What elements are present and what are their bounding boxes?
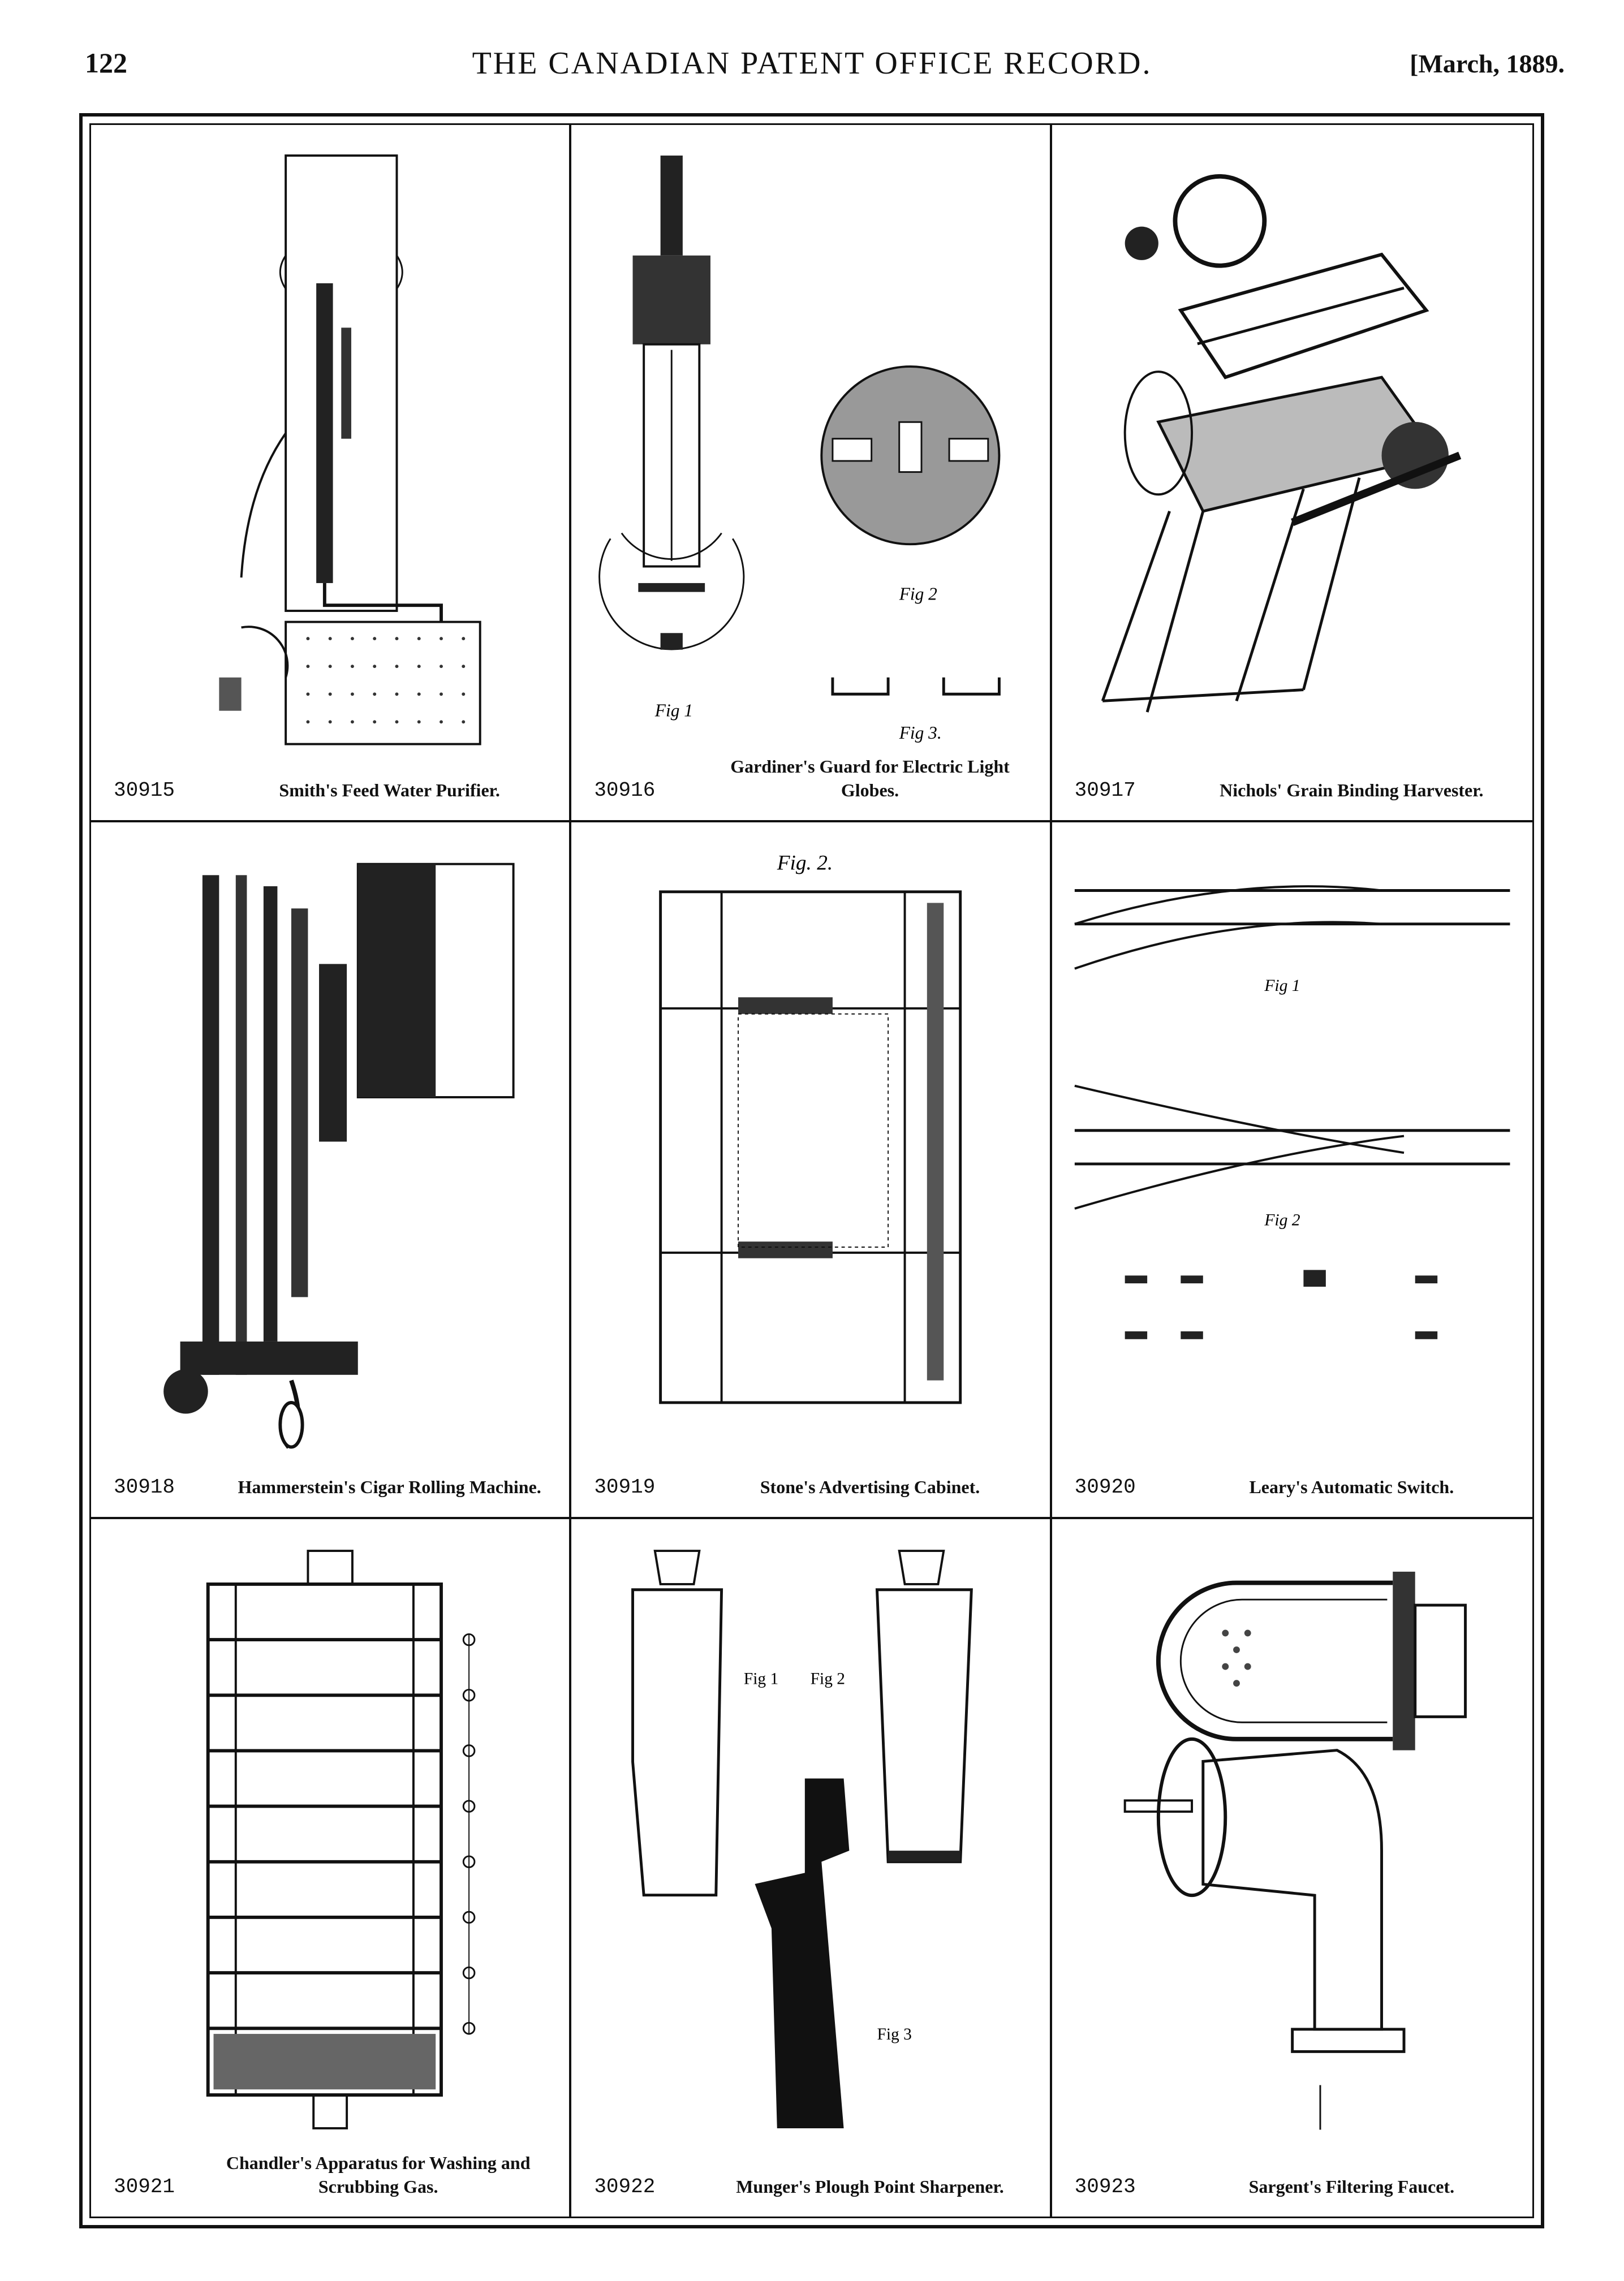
caption: 30920 Leary's Automatic Switch.	[1052, 1458, 1532, 1509]
plough-sharpener-svg: Fig 1 Fig 2 Fig 3	[631, 1550, 973, 2129]
fig-label: Fig. 2.	[777, 851, 833, 874]
harvester-drawing	[1069, 142, 1515, 758]
patent-title: Chandler's Apparatus for Washing and Scr…	[226, 2152, 531, 2197]
caption: 30917 Nichols' Grain Binding Harvester.	[1052, 761, 1532, 812]
caption: 30918 Hammerstein's Cigar Rolling Machin…	[91, 1458, 569, 1509]
fig-label: Fig 1	[744, 1670, 778, 1688]
light-globe-guard-svg: Fig 1 Fig 2 Fig 3.	[598, 156, 1001, 743]
caption: 30919 Stone's Advertising Cabinet.	[571, 1458, 1049, 1509]
issue-date: [March, 1889.	[1410, 49, 1565, 78]
filtering-faucet-drawing	[1069, 1536, 1515, 2154]
patent-plate-frame: 30915 Smith's Feed Water Purifier. Fig 1	[79, 113, 1544, 2228]
caption: 30922 Munger's Plough Point Sharpener.	[571, 2158, 1049, 2209]
patent-number: 30919	[594, 1476, 656, 1499]
patent-title: Smith's Feed Water Purifier.	[279, 779, 500, 800]
patent-number: 30918	[114, 1476, 175, 1499]
patent-cell-30923: 30923 Sargent's Filtering Faucet.	[1052, 1519, 1532, 2217]
water-purifier-drawing	[108, 142, 552, 758]
patent-title: Gardiner's Guard for Electric Light Glob…	[730, 756, 1010, 800]
fig-label: Fig 2	[811, 1670, 845, 1688]
patent-grid: 30915 Smith's Feed Water Purifier. Fig 1	[89, 123, 1534, 2218]
patent-title: Sargent's Filtering Faucet.	[1248, 2176, 1455, 2197]
patent-title: Stone's Advertising Cabinet.	[760, 1477, 980, 1498]
advertising-cabinet-svg: Fig. 2.	[659, 851, 962, 1404]
automatic-switch-svg: Fig 1 Fig 2	[1074, 885, 1510, 1339]
harvester-svg	[1101, 174, 1461, 713]
fig-label: Fig 3	[877, 2025, 912, 2043]
journal-title: THE CANADIAN PATENT OFFICE RECORD.	[472, 46, 1152, 81]
cigar-rolling-machine-drawing	[108, 839, 552, 1455]
patent-cell-30922: Fig 1 Fig 2 Fig 3 30922 Munger's Plough …	[571, 1519, 1052, 2217]
patent-number: 30917	[1074, 778, 1136, 802]
fig-label: Fig 1	[1264, 977, 1300, 995]
patent-cell-30921: 30921 Chandler's Apparatus for Washing a…	[91, 1519, 572, 2217]
patent-title: Nichols' Grain Binding Harvester.	[1220, 779, 1484, 800]
patent-cell-30919: Fig. 2. 30919 Stone's Advertising Cabine…	[571, 822, 1052, 1520]
fig-label: Fig 2	[1264, 1211, 1300, 1229]
fig-label: Fig 1	[654, 701, 693, 721]
patent-number: 30921	[114, 2175, 175, 2198]
automatic-switch-drawing: Fig 1 Fig 2	[1069, 839, 1515, 1455]
patent-cell-30918: 30918 Hammerstein's Cigar Rolling Machin…	[91, 822, 572, 1520]
gas-scrubber-svg	[206, 1550, 476, 2130]
patent-number: 30915	[114, 778, 175, 802]
patent-title: Hammerstein's Cigar Rolling Machine.	[238, 1477, 541, 1498]
caption: 30916 Gardiner's Guard for Electric Ligh…	[571, 756, 1049, 812]
advertising-cabinet-drawing: Fig. 2.	[588, 839, 1032, 1455]
patent-cell-30917: 30917 Nichols' Grain Binding Harvester.	[1052, 125, 1532, 822]
cigar-rolling-machine-svg	[163, 863, 515, 1449]
patent-cell-30916: Fig 1 Fig 2 Fig 3. 30916 Gardiner's Guar…	[571, 125, 1052, 822]
patent-number: 30923	[1074, 2175, 1136, 2198]
fig-label: Fig 2	[899, 584, 937, 603]
patent-number: 30920	[1074, 1476, 1136, 1499]
patent-title: Leary's Automatic Switch.	[1249, 1477, 1454, 1498]
patent-number: 30916	[594, 778, 656, 802]
light-globe-guard-drawing: Fig 1 Fig 2 Fig 3.	[588, 142, 1032, 758]
fig-label: Fig 3.	[899, 723, 942, 743]
water-purifier-svg	[219, 154, 481, 745]
page-number: 122	[85, 47, 127, 79]
patent-title: Munger's Plough Point Sharpener.	[736, 2176, 1004, 2197]
page-header: 122 THE CANADIAN PATENT OFFICE RECORD. […	[0, 0, 1624, 113]
filtering-faucet-svg	[1123, 1572, 1467, 2130]
caption: 30923 Sargent's Filtering Faucet.	[1052, 2158, 1532, 2209]
gas-scrubber-drawing	[108, 1536, 552, 2154]
plough-sharpener-drawing: Fig 1 Fig 2 Fig 3	[588, 1536, 1032, 2154]
caption: 30915 Smith's Feed Water Purifier.	[91, 761, 569, 812]
patent-number: 30922	[594, 2175, 656, 2198]
patent-cell-30920: Fig 1 Fig 2 30920 Leary's Automat	[1052, 822, 1532, 1520]
caption: 30921 Chandler's Apparatus for Washing a…	[91, 2153, 569, 2209]
patent-cell-30915: 30915 Smith's Feed Water Purifier.	[91, 125, 572, 822]
